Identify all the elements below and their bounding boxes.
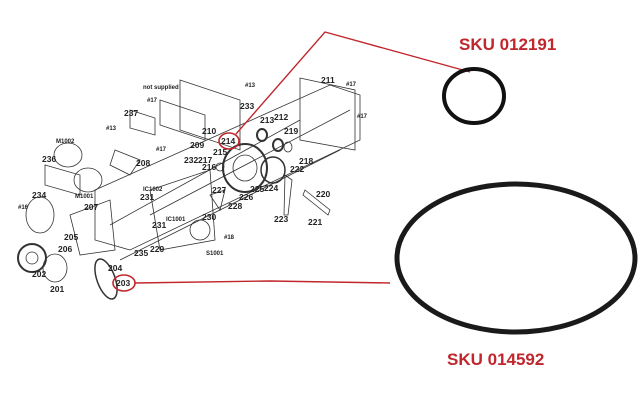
part-label: 212 — [274, 112, 288, 122]
part-label: 206 — [58, 244, 72, 254]
part-label: 218 — [299, 156, 313, 166]
part-label: 220 — [316, 189, 330, 199]
part-label: 234 — [32, 190, 46, 200]
part-label: 217 — [198, 155, 212, 165]
part-label: 230 — [202, 212, 216, 222]
part-label-214: 214 — [221, 136, 235, 146]
part-label: 235 — [134, 248, 148, 258]
part-label: 209 — [190, 140, 204, 150]
small-belt-image — [442, 67, 506, 125]
part-label: 227 — [212, 185, 226, 195]
part-label: 236 — [42, 154, 56, 164]
part-label: 222 — [290, 164, 304, 174]
part-label: 205 — [64, 232, 78, 242]
not-supplied-note: not supplied — [143, 85, 179, 91]
part-label: 228 — [228, 201, 242, 211]
part-label: 215 — [213, 147, 227, 157]
part-label: M1002 — [56, 139, 75, 145]
part-label: #18 — [224, 235, 235, 241]
part-label: 226 — [239, 192, 253, 202]
part-label: 225 — [250, 184, 264, 194]
part-label: 233 — [240, 101, 254, 111]
part-label: #17 — [346, 82, 357, 88]
leader-line-203 — [134, 280, 391, 284]
part-label: IC1001 — [166, 217, 186, 223]
part-label: #13 — [106, 126, 117, 132]
part-label: S1001 — [206, 251, 224, 257]
part-label: 204 — [108, 263, 122, 273]
part-label: 224 — [264, 183, 278, 193]
part-label: #17 — [357, 114, 368, 120]
part-label: 232 — [184, 155, 198, 165]
part-label: 210 — [202, 126, 216, 136]
highlight-circle-214 — [218, 132, 240, 150]
part-label: 219 — [284, 126, 298, 136]
mechanism-drawing — [17, 77, 361, 300]
sku-label-large-belt: SKU 014592 — [447, 350, 545, 369]
part-label: #16 — [18, 205, 29, 211]
part-label: 229 — [150, 244, 164, 254]
part-label: #17 — [147, 98, 158, 104]
part-label: 237 — [124, 108, 138, 118]
part-label: 201 — [50, 284, 64, 294]
part-label: IC1002 — [143, 187, 163, 193]
part-label: 207 — [84, 202, 98, 212]
part-label: 223 — [274, 214, 288, 224]
part-label: 231 — [140, 192, 154, 202]
part-label: M1001 — [75, 194, 94, 200]
part-label: 211 — [321, 75, 335, 85]
part-label-203: 203 — [116, 278, 130, 288]
part-label: 216 — [202, 162, 216, 172]
large-belt-image — [394, 181, 638, 335]
part-label: 213 — [260, 115, 274, 125]
part-label: #13 — [245, 83, 256, 89]
part-label: 202 — [32, 269, 46, 279]
part-label: 231 — [152, 220, 166, 230]
part-label: 208 — [136, 158, 150, 168]
part-label: #17 — [156, 147, 167, 153]
part-label: 221 — [308, 217, 322, 227]
leader-line-214 — [235, 31, 471, 135]
sku-label-small-belt: SKU 012191 — [459, 35, 557, 54]
